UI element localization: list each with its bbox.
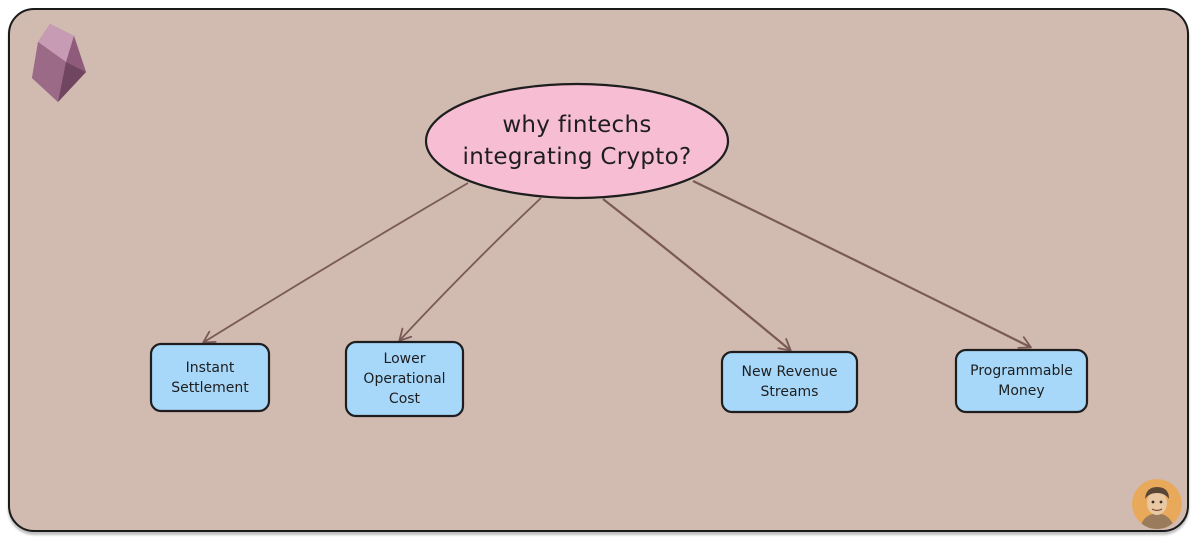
- gem-logo-icon: [32, 24, 86, 102]
- leaf-label-programmable-money: Programmable Money: [970, 363, 1073, 399]
- leaf-label-lower-operational-cost: Lower Operational Cost: [363, 351, 446, 407]
- edge-instant-settlement: [202, 182, 469, 344]
- leaf-box-instant-settlement[interactable]: [149, 342, 271, 413]
- root-node-shape[interactable]: [424, 82, 730, 200]
- leaf-label-new-revenue-streams: New Revenue Streams: [741, 364, 838, 400]
- edge-programmable-money: [692, 180, 1032, 349]
- edge-new-revenue-streams: [602, 198, 792, 352]
- avatar-icon: [1132, 479, 1182, 529]
- edge-lower-operational-cost: [398, 197, 542, 342]
- leaf-box-lower-operational-cost[interactable]: [344, 340, 465, 418]
- edges: [202, 180, 1032, 352]
- leaf-label-instant-settlement: Instant Settlement: [171, 359, 249, 396]
- root-node-label: why fintechs integrating Crypto?: [462, 112, 692, 170]
- leaf-box-new-revenue-streams[interactable]: [720, 350, 859, 414]
- leaf-box-programmable-money[interactable]: [954, 348, 1089, 414]
